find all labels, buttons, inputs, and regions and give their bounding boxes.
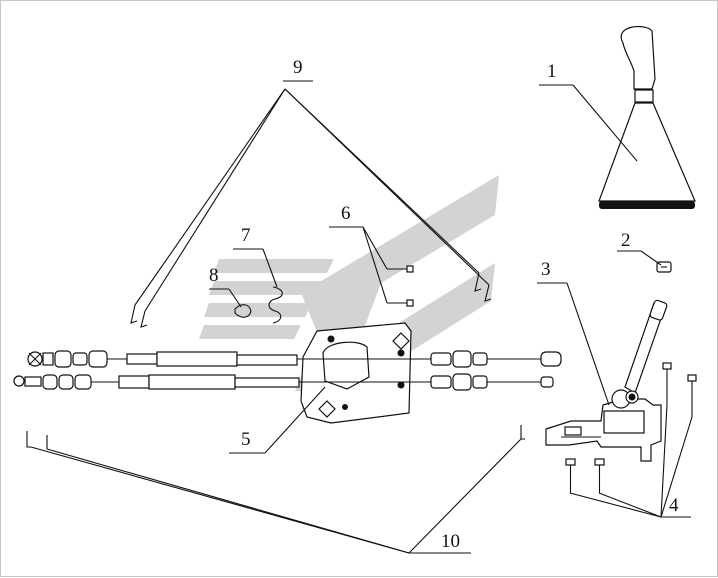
callout-8: 8 <box>209 265 219 286</box>
cable-bracket-plate <box>300 322 412 424</box>
callout-6: 6 <box>341 203 351 224</box>
callout-1: 1 <box>547 61 557 82</box>
gear-knob-boot <box>598 25 696 209</box>
bolt <box>594 458 605 493</box>
leader-lines <box>30 80 693 554</box>
bolt <box>687 374 697 417</box>
mounting-bolts <box>565 362 697 493</box>
callout-2: 2 <box>621 230 631 251</box>
shift-cables <box>13 350 562 391</box>
shift-lever-assembly <box>545 299 668 462</box>
callout-7: 7 <box>241 225 251 246</box>
callout-9: 9 <box>293 57 303 78</box>
bolt <box>662 362 672 405</box>
callout-labels: 1 2 3 4 5 6 7 8 9 10 <box>209 57 679 552</box>
callout-10: 10 <box>441 531 460 552</box>
callout-4: 4 <box>669 495 679 516</box>
bolt <box>565 458 576 493</box>
callout-5: 5 <box>241 429 251 450</box>
callout-3: 3 <box>541 259 551 280</box>
